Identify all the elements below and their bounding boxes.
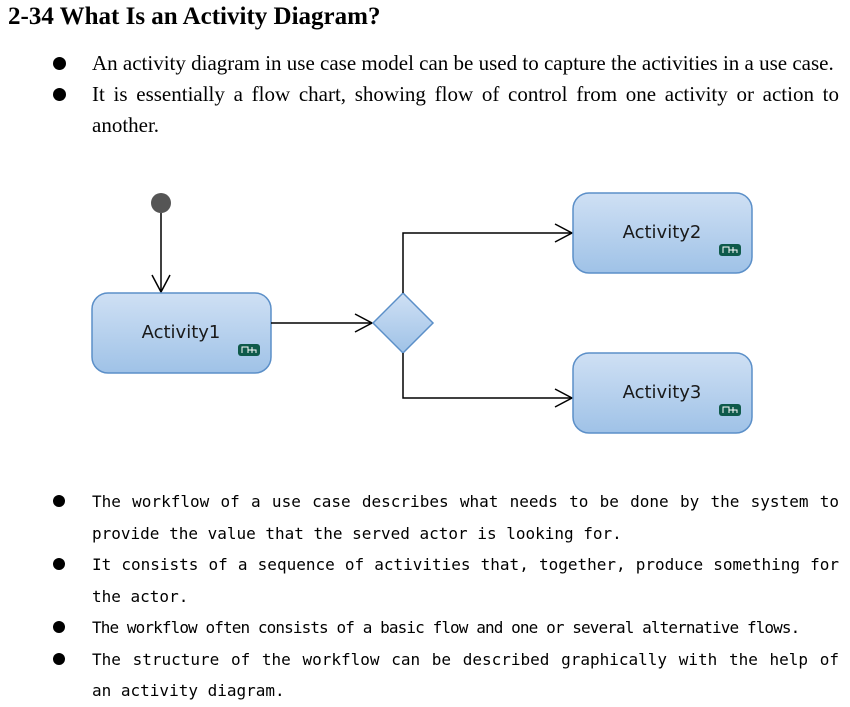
- workflow-bullet-list: The workflow of a use case describes wha…: [0, 486, 850, 707]
- bullet-dot-icon: [53, 621, 65, 633]
- flow-decision-to-activity2: [402, 232, 572, 293]
- workflow-bullet: The workflow often consists of a basic f…: [0, 612, 850, 644]
- workflow-bullet: The workflow of a use case describes wha…: [0, 486, 850, 549]
- intro-bullet-text: An activity diagram in use case model ca…: [92, 51, 834, 75]
- workflow-bullet-text: The workflow of a use case describes wha…: [92, 492, 839, 543]
- bullet-dot-icon: [53, 57, 66, 70]
- initial-node: [151, 193, 171, 213]
- workflow-bullet-text: It consists of a sequence of activities …: [92, 555, 839, 606]
- workflow-bullet: The structure of the workflow can be des…: [0, 644, 850, 707]
- workflow-bullet-text: The structure of the workflow can be des…: [92, 649, 839, 701]
- intro-bullet: An activity diagram in use case model ca…: [0, 48, 850, 79]
- arrowhead-icon: [554, 388, 574, 408]
- activity2-node: Activity2: [572, 192, 753, 274]
- slide-title: 2-34 What Is an Activity Diagram?: [8, 3, 381, 30]
- bullet-dot-icon: [53, 495, 65, 507]
- arrowhead-icon: [151, 274, 171, 294]
- intro-bullet: It is essentially a flow chart, showing …: [0, 79, 850, 141]
- arrowhead-icon: [554, 223, 574, 243]
- rhapsody-badge-icon: [238, 344, 260, 356]
- activity1-label: Activity1: [142, 322, 221, 343]
- activity-diagram: Activity1 Activity2 Activity3: [91, 192, 753, 434]
- flow-decision-to-activity3: [402, 353, 572, 399]
- activity1-node: Activity1: [91, 292, 272, 374]
- bullet-dot-icon: [53, 652, 65, 665]
- workflow-bullet: It consists of a sequence of activities …: [0, 549, 850, 612]
- intro-bullet-list: An activity diagram in use case model ca…: [0, 48, 850, 141]
- activity2-label: Activity2: [623, 222, 702, 243]
- workflow-bullet-text: The workflow often consists of a basic f…: [92, 618, 800, 637]
- bullet-dot-icon: [53, 558, 65, 570]
- rhapsody-badge-icon: [719, 244, 741, 256]
- decision-node: [371, 291, 435, 355]
- activity3-node: Activity3: [572, 352, 753, 434]
- bullet-dot-icon: [53, 88, 66, 101]
- rhapsody-badge-icon: [719, 404, 741, 416]
- activity3-label: Activity3: [623, 382, 702, 403]
- intro-bullet-text: It is essentially a flow chart, showing …: [92, 82, 839, 137]
